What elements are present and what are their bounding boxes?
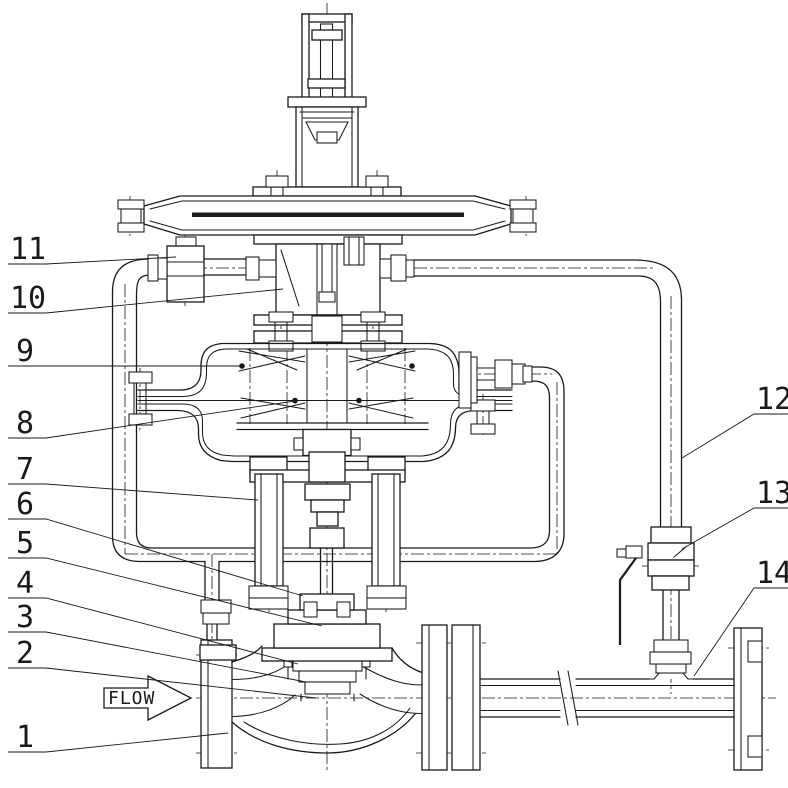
svg-text:10: 10 — [10, 281, 46, 316]
svg-text:3: 3 — [16, 600, 34, 635]
svg-text:9: 9 — [16, 334, 34, 369]
pilot-valve-body — [245, 234, 415, 352]
callout-8: 8 — [8, 398, 298, 441]
sensing-line-ball-valve — [616, 526, 695, 645]
callout-1: 1 — [8, 720, 229, 755]
setpoint-adjuster — [287, 13, 367, 113]
actuator-tube-bracket — [458, 351, 472, 409]
valve-stem — [319, 547, 334, 601]
svg-text:7: 7 — [16, 452, 34, 487]
callout-12: 12 — [681, 382, 788, 459]
actuator-diaphragm-case — [128, 342, 533, 463]
callouts: 11 10 9 8 7 6 5 4 — [8, 232, 788, 755]
callout-5: 5 — [8, 526, 323, 627]
svg-text:5: 5 — [16, 526, 34, 561]
sensing-tubing — [111, 258, 683, 649]
bonnet — [199, 593, 393, 662]
callout-3: 3 — [8, 600, 307, 683]
callout-13: 13 — [681, 476, 788, 550]
pipe-break-symbol — [557, 670, 579, 726]
svg-text:2: 2 — [16, 636, 34, 671]
stem-coupling — [304, 483, 351, 601]
callout-9: 9 — [8, 334, 242, 369]
svg-text:8: 8 — [16, 406, 34, 441]
inlet-flange — [200, 639, 233, 769]
svg-text:1: 1 — [16, 720, 34, 755]
callout-6: 6 — [8, 487, 304, 597]
svg-text:13: 13 — [756, 476, 788, 511]
callout-4: 4 — [8, 566, 299, 665]
svg-text:12: 12 — [756, 382, 788, 417]
valve-body — [199, 593, 481, 771]
callout-11: 11 — [8, 232, 177, 267]
svg-text:6: 6 — [16, 487, 34, 522]
callout-7: 7 — [8, 452, 259, 501]
pilot-diaphragm — [117, 195, 537, 236]
downstream-pipe — [479, 627, 763, 771]
svg-text:4: 4 — [16, 566, 34, 601]
svg-text:14: 14 — [756, 556, 788, 591]
ball-valve-handle — [618, 557, 637, 645]
diaphragm-plate — [192, 212, 464, 217]
callout-14: 14 — [693, 556, 788, 677]
callout-2: 2 — [8, 636, 317, 699]
flow-label: FLOW — [108, 688, 155, 709]
callout-10: 10 — [8, 281, 284, 316]
impulse-line-filter — [147, 236, 247, 303]
svg-text:11: 11 — [10, 232, 46, 267]
flow-arrow: FLOW — [103, 674, 193, 722]
